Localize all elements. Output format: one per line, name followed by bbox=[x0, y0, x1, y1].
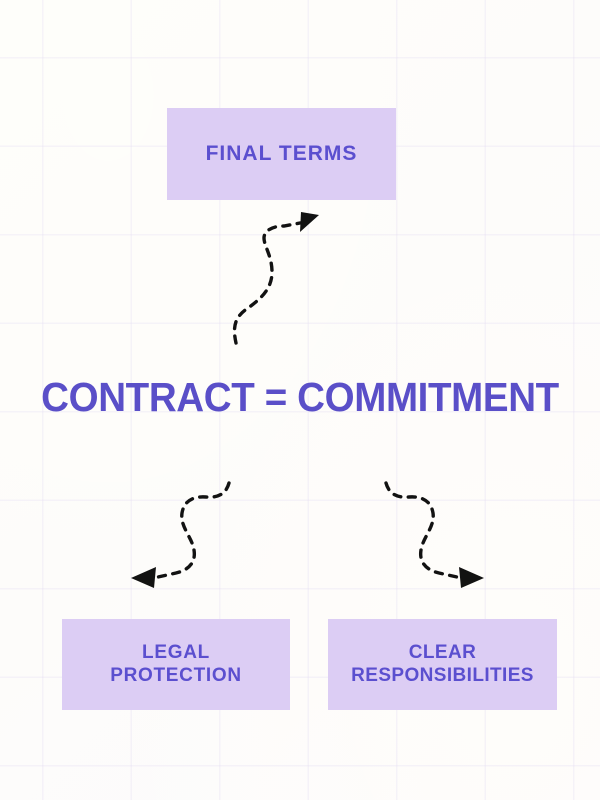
connector-center-to-legal-protection-path bbox=[156, 481, 231, 579]
node-clear-responsibilities-label: CLEAR RESPONSIBILITIES bbox=[351, 642, 534, 686]
connector-center-to-final-terms-arrowhead bbox=[300, 212, 319, 232]
node-clear-responsibilities[interactable]: CLEAR RESPONSIBILITIES bbox=[328, 619, 557, 710]
connector-center-to-legal-protection-arrowhead bbox=[131, 567, 156, 588]
node-final-terms[interactable]: FINAL TERMS bbox=[167, 108, 396, 200]
node-legal-protection[interactable]: LEGAL PROTECTION bbox=[62, 619, 290, 710]
node-legal-protection-label: LEGAL PROTECTION bbox=[110, 642, 242, 686]
connector-center-to-clear-responsibilities bbox=[384, 481, 484, 588]
connector-center-to-final-terms bbox=[232, 212, 319, 345]
node-final-terms-label: FINAL TERMS bbox=[205, 141, 358, 165]
connector-center-to-clear-responsibilities-path bbox=[384, 481, 459, 579]
connector-center-to-final-terms-path bbox=[232, 221, 302, 345]
connector-center-to-clear-responsibilities-arrowhead bbox=[459, 567, 484, 588]
connector-center-to-legal-protection bbox=[131, 481, 231, 588]
center-headline: CONTRACT = COMMITMENT bbox=[41, 374, 559, 420]
